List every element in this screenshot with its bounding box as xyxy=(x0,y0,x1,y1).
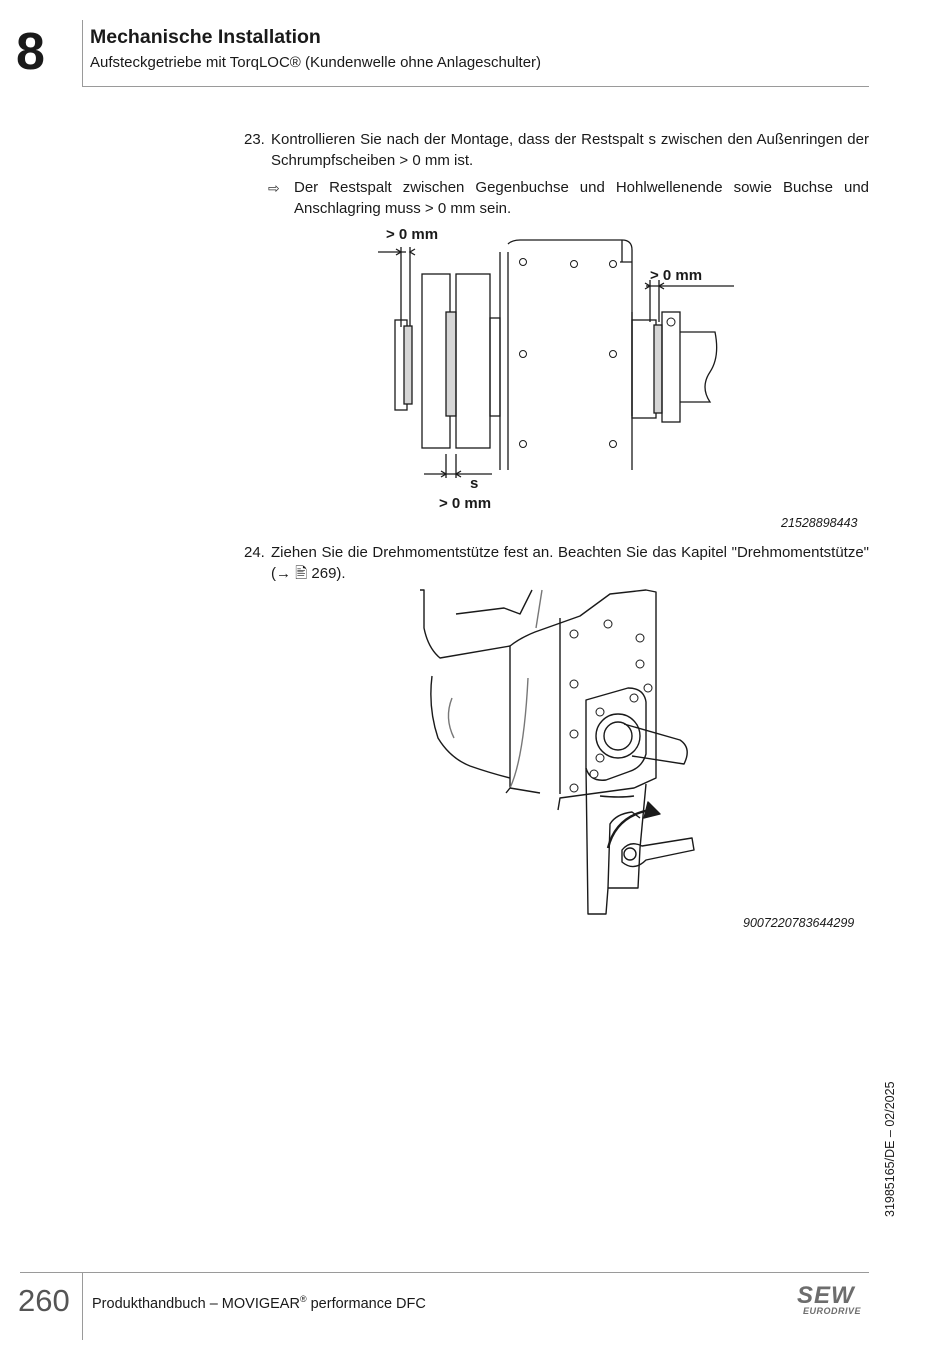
document-id: 31985165/DE – 02/2025 xyxy=(883,1081,897,1217)
eurodrive-logo-text: EURODRIVE xyxy=(803,1306,862,1316)
chapter-number: 8 xyxy=(16,23,45,81)
figure-id: 21528898443 xyxy=(781,516,858,530)
step-text: Kontrollieren Sie nach der Montage, dass… xyxy=(271,131,869,169)
gap-s-value-label: > 0 mm xyxy=(439,495,491,512)
header-divider-vertical xyxy=(82,20,83,86)
header-divider-horizontal xyxy=(82,86,869,87)
gap-left-label: > 0 mm xyxy=(386,226,438,243)
footer-manual-title: Produkthandbuch – MOVIGEAR® performance … xyxy=(92,1294,426,1312)
footer-divider-horizontal xyxy=(20,1272,869,1273)
chapter-subtitle: Aufsteckgetriebe mit TorqLOC® (Kundenwel… xyxy=(90,54,542,71)
footer-divider-vertical xyxy=(82,1272,83,1340)
shrink-disc-gap-diagram: > 0 mm > 0 mm s > 0 mm xyxy=(378,226,734,512)
sew-logo: SEW xyxy=(797,1282,855,1309)
figure-id: 9007220783644299 xyxy=(743,916,855,930)
result-arrow-icon: ⇨ xyxy=(268,180,280,196)
gap-s-label: s xyxy=(470,475,478,492)
step-result-text: Der Restspalt zwischen Gegenbuchse und H… xyxy=(294,179,869,217)
torque-arm-illustration xyxy=(420,589,695,915)
page-number: 260 xyxy=(18,1283,70,1318)
step-text: Ziehen Sie die Drehmomentstütze fest an.… xyxy=(271,544,869,582)
step-number: 23. xyxy=(244,131,265,148)
gap-right-label: > 0 mm xyxy=(650,267,702,284)
chapter-title: Mechanische Installation xyxy=(90,26,321,48)
step-number: 24. xyxy=(244,544,265,561)
